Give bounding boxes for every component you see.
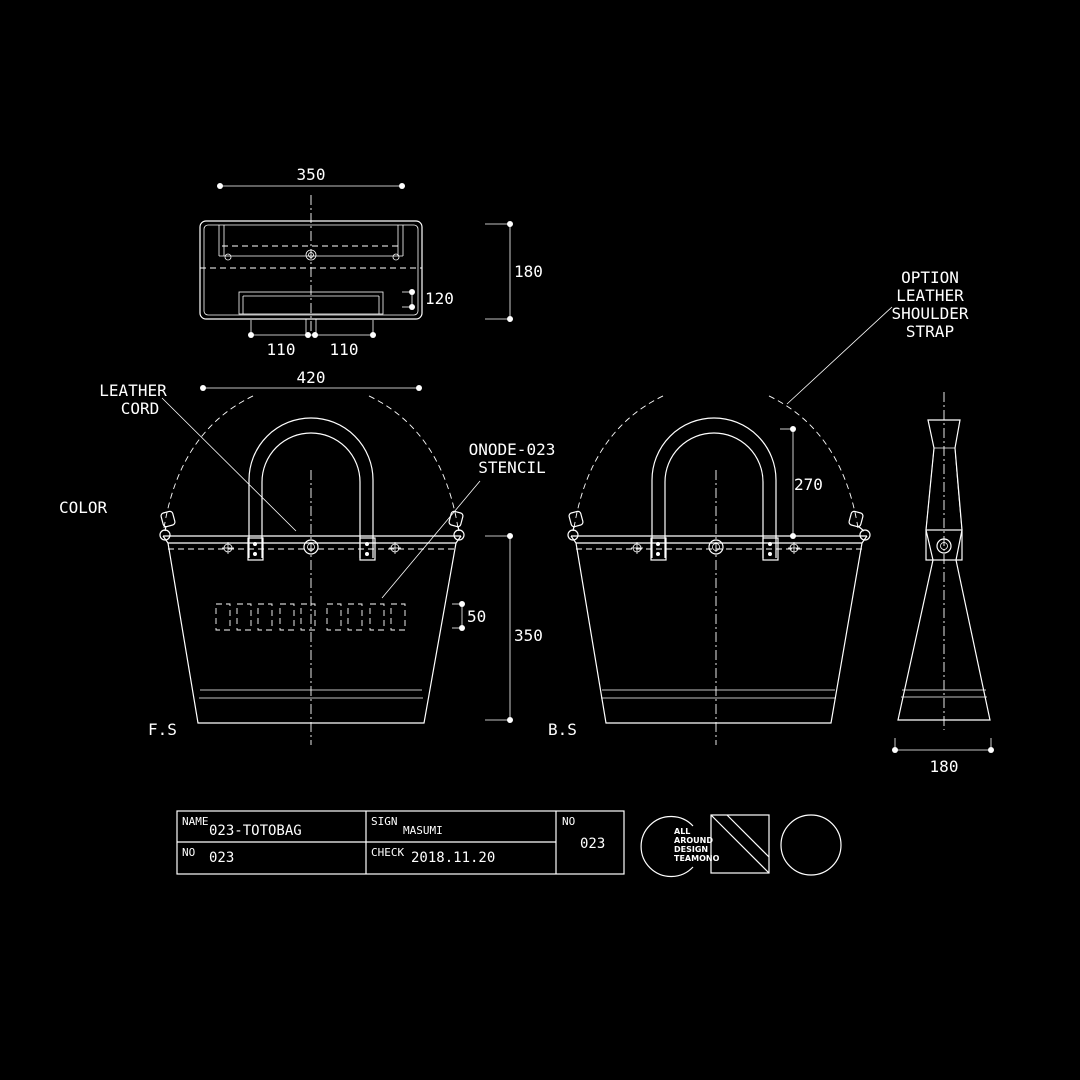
name-value: 023-TOTOBAG — [209, 823, 302, 839]
dim-label-350: 350 — [297, 165, 326, 184]
name-label: NAME — [182, 815, 209, 828]
front-clip-right — [448, 510, 465, 541]
dim-label-270: 270 — [794, 475, 823, 494]
back-clip-left — [567, 510, 584, 541]
sign-label: SIGN — [371, 815, 398, 828]
front-view — [159, 394, 465, 745]
check-value: 2018.11.20 — [411, 850, 495, 866]
dim-label-420: 420 — [297, 368, 326, 387]
top-view — [199, 195, 423, 334]
stencil-letters — [215, 603, 406, 631]
back-rivet — [708, 539, 724, 555]
color-label: COLOR — [59, 498, 108, 517]
dim-label-120: 120 — [425, 289, 454, 308]
dim-side-width: 180 — [892, 738, 994, 776]
sign-value: MASUMI — [403, 824, 443, 837]
front-rivet — [303, 539, 319, 555]
back-body — [575, 542, 863, 724]
callout-leather-cord: LEATHER CORD — [99, 381, 297, 532]
dim-label-350-body: 350 — [514, 626, 543, 645]
logo-right-circle — [780, 814, 842, 876]
svg-text:TEAMONO: TEAMONO — [674, 854, 720, 863]
dim-top-depth: 180 — [485, 221, 543, 322]
dim-handle-spacing: 110 110 — [248, 320, 376, 359]
callout-stencil: ONODE-023 STENCIL — [381, 440, 556, 599]
side-view — [897, 392, 991, 730]
dim-label-110-right: 110 — [330, 340, 359, 359]
dim-top-width: 350 — [217, 165, 405, 189]
back-strap-arc-right — [766, 394, 859, 529]
side-rivet — [936, 538, 952, 554]
svg-text:CORD: CORD — [121, 399, 160, 418]
dim-label-110-left: 110 — [267, 340, 296, 359]
front-clip-left — [159, 510, 176, 541]
dim-overall-width: 420 — [200, 368, 422, 391]
title-block: NAME 023-TOTOBAG SIGN MASUMI NO 023 CHEC… — [176, 810, 625, 875]
front-handle-outer — [248, 417, 374, 558]
front-handle-inner — [261, 432, 361, 558]
dim-stencil-height: 50 — [452, 601, 486, 631]
dim-handle-height: 270 — [780, 426, 823, 539]
svg-text:DESIGN: DESIGN — [674, 845, 708, 854]
svg-text:STENCIL: STENCIL — [478, 458, 545, 477]
ono-logo: ALL AROUND DESIGN TEAMONO — [640, 814, 842, 878]
back-strap-arc-left — [573, 394, 666, 529]
no-value: 023 — [209, 850, 234, 866]
check-label: CHECK — [371, 846, 404, 859]
svg-text:AROUND: AROUND — [674, 836, 713, 845]
logo-square — [710, 814, 770, 874]
dim-label-50: 50 — [467, 607, 486, 626]
no-label: NO — [182, 846, 195, 859]
dim-handle-depth: 120 — [402, 289, 454, 310]
back-handle-inner — [664, 432, 764, 558]
front-strap-arc-right — [366, 394, 459, 529]
callout-shoulder-strap: OPTION LEATHER SHOULDER STRAP — [786, 268, 969, 405]
dim-label-180-side: 180 — [930, 757, 959, 776]
dim-label-180-top: 180 — [514, 262, 543, 281]
front-side-label: F.S — [148, 720, 177, 739]
svg-text:ALL: ALL — [674, 827, 690, 836]
svg-text:ONODE-023: ONODE-023 — [469, 440, 556, 459]
no2-label: NO — [562, 815, 575, 828]
no2-value: 023 — [580, 836, 605, 852]
dim-body-height: 350 — [485, 533, 543, 723]
front-strap-arc-left — [163, 394, 256, 529]
logo-left-circle — [640, 815, 694, 878]
back-side-label: B.S — [548, 720, 577, 739]
back-clip-right — [848, 510, 871, 541]
svg-text:SHOULDER: SHOULDER — [891, 304, 968, 323]
svg-text:OPTION: OPTION — [901, 268, 959, 287]
back-handle-outer — [651, 417, 777, 558]
svg-text:LEATHER: LEATHER — [99, 381, 167, 400]
svg-text:LEATHER: LEATHER — [896, 286, 964, 305]
back-view — [567, 394, 871, 745]
front-body — [167, 542, 457, 724]
svg-text:STRAP: STRAP — [906, 322, 954, 341]
top-view-inner-outline — [203, 224, 419, 316]
